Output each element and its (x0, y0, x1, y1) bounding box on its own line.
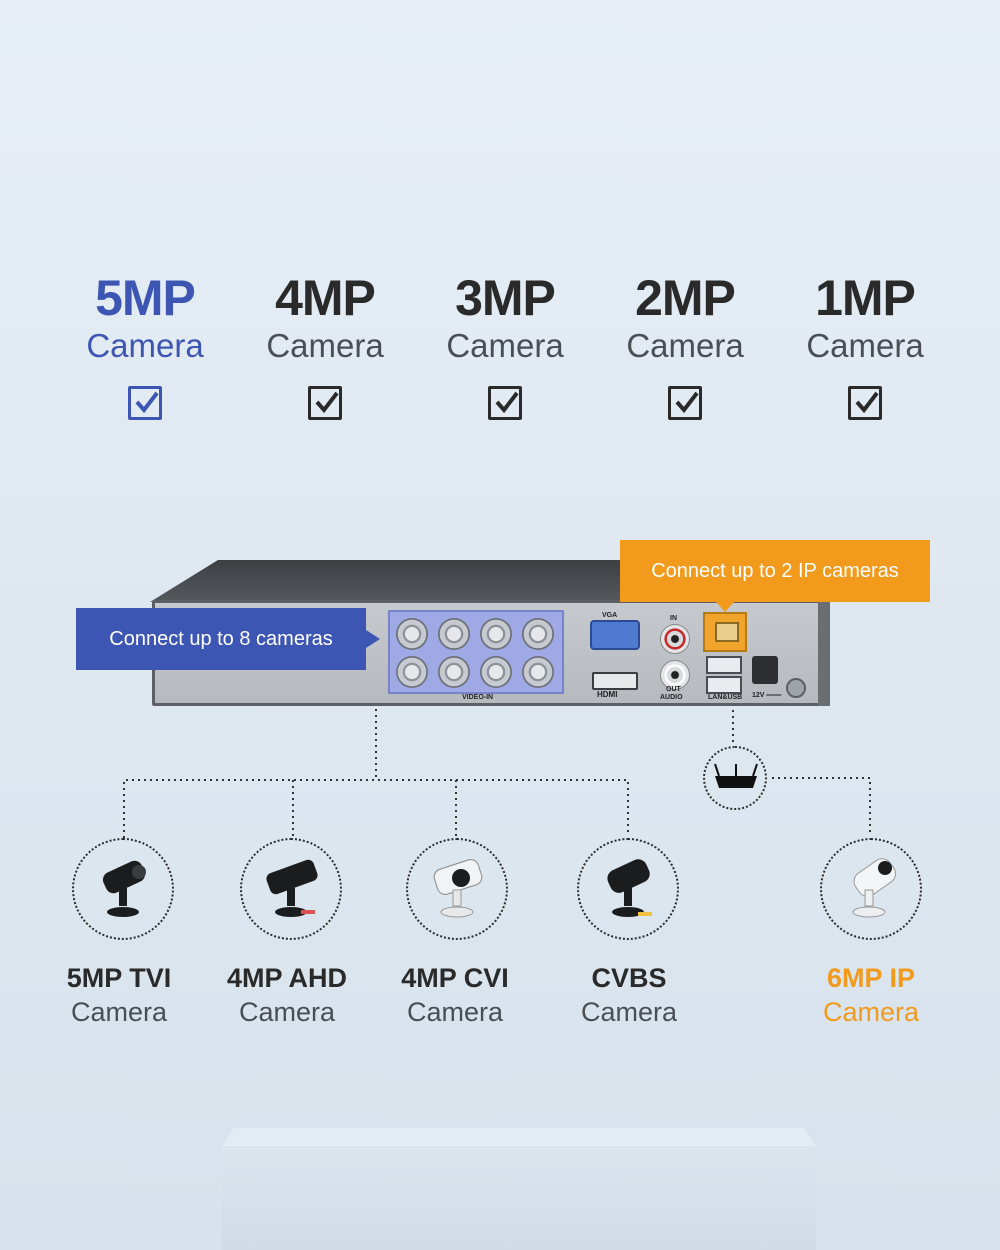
bnc-port (480, 618, 512, 650)
ip-cameras-callout: Connect up to 2 IP cameras (620, 540, 930, 612)
usb-port (706, 656, 742, 674)
camera-label-cvi: 4MP CVI Camera (365, 962, 545, 1030)
camera-subtitle: Camera (238, 997, 336, 1027)
pedestal-top (222, 1128, 816, 1146)
power-port (752, 656, 778, 684)
hdmi-port (592, 672, 638, 690)
resolution-5mp: 5MP Camera (55, 270, 235, 420)
bnc-port (396, 618, 428, 650)
camera-subtitle: Camera (822, 997, 920, 1027)
bullet-camera-icon (406, 838, 508, 940)
resolution-subtitle: Camera (446, 327, 564, 364)
camera-label-ip: 6MP IP Camera (781, 962, 961, 1030)
vga-label: VGA (602, 612, 618, 619)
resolution-title: 3MP (455, 270, 556, 326)
resolution-1mp: 1MP Camera (775, 270, 955, 420)
bnc-port (438, 618, 470, 650)
dvr-side (818, 600, 830, 706)
vga-port (590, 620, 640, 650)
analog-cameras-callout: Connect up to 8 cameras (76, 608, 380, 670)
camera-label-tvi: 5MP TVI Camera (29, 962, 209, 1030)
video-in-panel (388, 610, 564, 694)
check-icon (668, 386, 702, 420)
resolution-3mp: 3MP Camera (415, 270, 595, 420)
audio-in-port (660, 624, 690, 654)
camera-title: 4MP CVI (401, 963, 509, 993)
check-icon (488, 386, 522, 420)
power-label: 12V ═══ (752, 692, 782, 699)
bullet-camera-icon (577, 838, 679, 940)
check-icon (128, 386, 162, 420)
check-icon (848, 386, 882, 420)
resolution-2mp: 2MP Camera (595, 270, 775, 420)
check-icon (308, 386, 342, 420)
audio-label: AUDIO (660, 694, 683, 701)
resolution-title: 5MP (95, 270, 196, 326)
lan-port (703, 612, 747, 652)
resolution-subtitle: Camera (266, 327, 384, 364)
ground-screw (786, 678, 806, 698)
lan-usb-label: LAN&USB (708, 694, 743, 701)
camera-title: 4MP AHD (226, 963, 348, 993)
bnc-port (480, 656, 512, 688)
hdmi-label: HDMI (597, 690, 618, 699)
audio-out-label: OUT (666, 686, 681, 693)
camera-title: 6MP IP (826, 963, 916, 993)
bnc-port (438, 656, 470, 688)
resolution-title: 1MP (815, 270, 916, 326)
resolution-subtitle: Camera (86, 327, 204, 364)
camera-title: 5MP TVI (66, 963, 172, 993)
camera-subtitle: Camera (580, 997, 678, 1027)
camera-subtitle: Camera (70, 997, 168, 1027)
resolution-subtitle: Camera (806, 327, 924, 364)
bullet-camera-icon (240, 838, 342, 940)
resolution-title: 2MP (635, 270, 736, 326)
resolution-subtitle: Camera (626, 327, 744, 364)
bnc-port (396, 656, 428, 688)
camera-label-ahd: 4MP AHD Camera (197, 962, 377, 1030)
bnc-port (522, 618, 554, 650)
ip-camera-icon (820, 838, 922, 940)
resolution-title: 4MP (275, 270, 376, 326)
camera-title: CVBS (591, 963, 667, 993)
audio-out-port (660, 660, 690, 690)
usb-port (706, 676, 742, 694)
camera-label-cvbs: CVBS Camera (539, 962, 719, 1030)
bullet-camera-icon (72, 838, 174, 940)
resolution-4mp: 4MP Camera (235, 270, 415, 420)
pedestal (222, 1146, 816, 1250)
bnc-port (522, 656, 554, 688)
router-icon (703, 746, 767, 810)
camera-subtitle: Camera (406, 997, 504, 1027)
audio-in-label: IN (670, 615, 677, 622)
video-in-label: VIDEO-IN (462, 694, 494, 701)
